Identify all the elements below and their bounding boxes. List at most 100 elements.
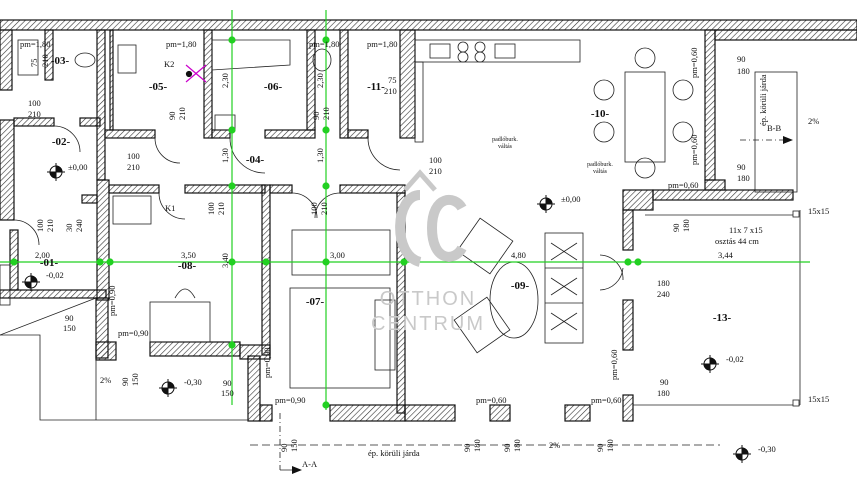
dimension-label: 3,44 [718,250,734,260]
vertical-dimension-label: 100 [35,219,45,232]
vertical-dimension-label: 180 [472,439,482,452]
vertical-dimension-label: 90 [502,444,512,453]
dimension-label: 2% [100,375,111,385]
vertical-dimension-label: pm=0,60 [609,349,619,380]
dimension-label: 11x 7 x15 [729,225,763,235]
dimension-label: A-A [302,459,318,469]
vertical-dimension-label: 1,30 [315,148,325,163]
floor-change-label: padlóburk. [587,162,613,168]
dimension-label: 240 [657,289,670,299]
dimension-label: pm=0,60 [476,395,507,405]
room-label: -04- [246,154,265,166]
vertical-dimension-label: 210 [177,107,187,120]
dimension-label: 150 [221,388,234,398]
vertical-dimension-label: pm=0,90 [107,285,117,316]
dimension-label: K2 [164,59,174,69]
dimension-label: osztás 44 cm [715,236,759,246]
dimension-label: ép. körüli járda [368,448,420,458]
room-label: -09- [511,280,530,292]
vertical-dimension-label: 90 [120,378,130,387]
vertical-dimension-label: 240 [74,219,84,232]
dimension-label: 180 [737,66,750,76]
vertical-dimension-label: 90 [595,444,605,453]
vertical-dimension-label: 2,30 [315,73,325,88]
dimension-label: 100 [127,151,140,161]
dimension-label: 75 [388,75,397,85]
room-label: -10- [591,108,610,120]
dimension-label: 3,00 [330,250,345,260]
dimension-label: B-B [767,123,782,133]
section-arrows [292,136,793,474]
vertical-dimension-label: ép. körüli járda [758,74,768,126]
room-label: -08- [178,260,197,272]
dimension-label: 15x15 [808,206,829,216]
dimension-label: pm=0,60 [668,180,699,190]
dimension-label: pm=0,90 [275,395,306,405]
dimension-label: pm=0,60 [591,395,622,405]
vertical-dimension-label: 90 [671,224,681,233]
dimension-label: 4,80 [511,250,526,260]
vertical-dimension-label: 150 [289,439,299,452]
dimension-label: 90 [660,377,669,387]
dimension-label: -0,30 [758,444,776,454]
room-label: -13- [713,312,732,324]
dimension-label: 90 [737,54,746,64]
dimension-label: pm=0,90 [118,328,149,338]
dimension-label: 2% [549,440,560,450]
room-label: -06- [264,81,283,93]
vertical-dimension-label: 100 [206,202,216,215]
walls [0,19,857,422]
vertical-dimension-label: 100 [309,202,319,215]
vertical-dimension-label: 2,30 [220,73,230,88]
dimension-label: 100 [28,98,41,108]
watermark-text-centrum: CENTRUM [371,313,485,335]
vertical-dimension-label: 150 [130,373,140,386]
dimension-label: pm=1,80 [367,39,398,49]
dimension-label: 90 [737,162,746,172]
dimension-label: 210 [384,86,397,96]
floor-change-label: váltás [593,169,608,175]
vertical-dimension-label: 75 [29,59,39,68]
dimension-label: 90 [223,378,232,388]
dimension-label: 90 [65,313,74,323]
vertical-dimension-label: 210 [321,107,331,120]
vertical-dimension-label: 210 [45,219,55,232]
dimension-label: pm=1,80 [309,39,340,49]
dimension-label: 180 [657,388,670,398]
dimension-label: 210 [28,109,41,119]
watermark-text-otthon: OTTHON [380,288,476,310]
floor-change-label: padlóburk. [492,137,518,143]
vertical-dimension-label: 180 [681,219,691,232]
dimension-label: 180 [737,173,750,183]
dimension-label: -0,02 [726,354,744,364]
dimension-label: pm=1,80 [20,39,51,49]
otthon-centrum-watermark [395,169,467,267]
dimension-label: 150 [63,323,76,333]
dimension-label: 210 [127,162,140,172]
room-label: -05- [149,81,168,93]
dimension-label: 210 [429,166,442,176]
dimension-lines [0,10,810,410]
room-label: -03- [51,55,70,67]
room-label: -01- [40,257,59,269]
vertical-dimension-label: 180 [512,439,522,452]
dimension-label: pm=1,80 [166,39,197,49]
dimension-label: ±0,00 [561,194,581,204]
dimension-label: -0,30 [184,377,202,387]
dimension-label: 15x15 [808,394,829,404]
vertical-dimension-label: 180 [605,439,615,452]
fixtures-and-furniture [0,39,801,471]
room-label: -02- [52,136,71,148]
vertical-dimension-label: pm=0,60 [689,47,699,78]
dimension-label: 100 [429,155,442,165]
dimension-label: 180 [657,278,670,288]
vertical-dimension-label: 1,30 [220,148,230,163]
vertical-dimension-label: 90 [311,112,321,121]
dimension-label: -0,02 [46,270,64,280]
vertical-dimension-label: 90 [279,444,289,453]
vertical-dimension-label: 210 [40,54,50,67]
room-label: -11- [367,81,385,93]
floor-change-label: váltás [498,144,513,150]
